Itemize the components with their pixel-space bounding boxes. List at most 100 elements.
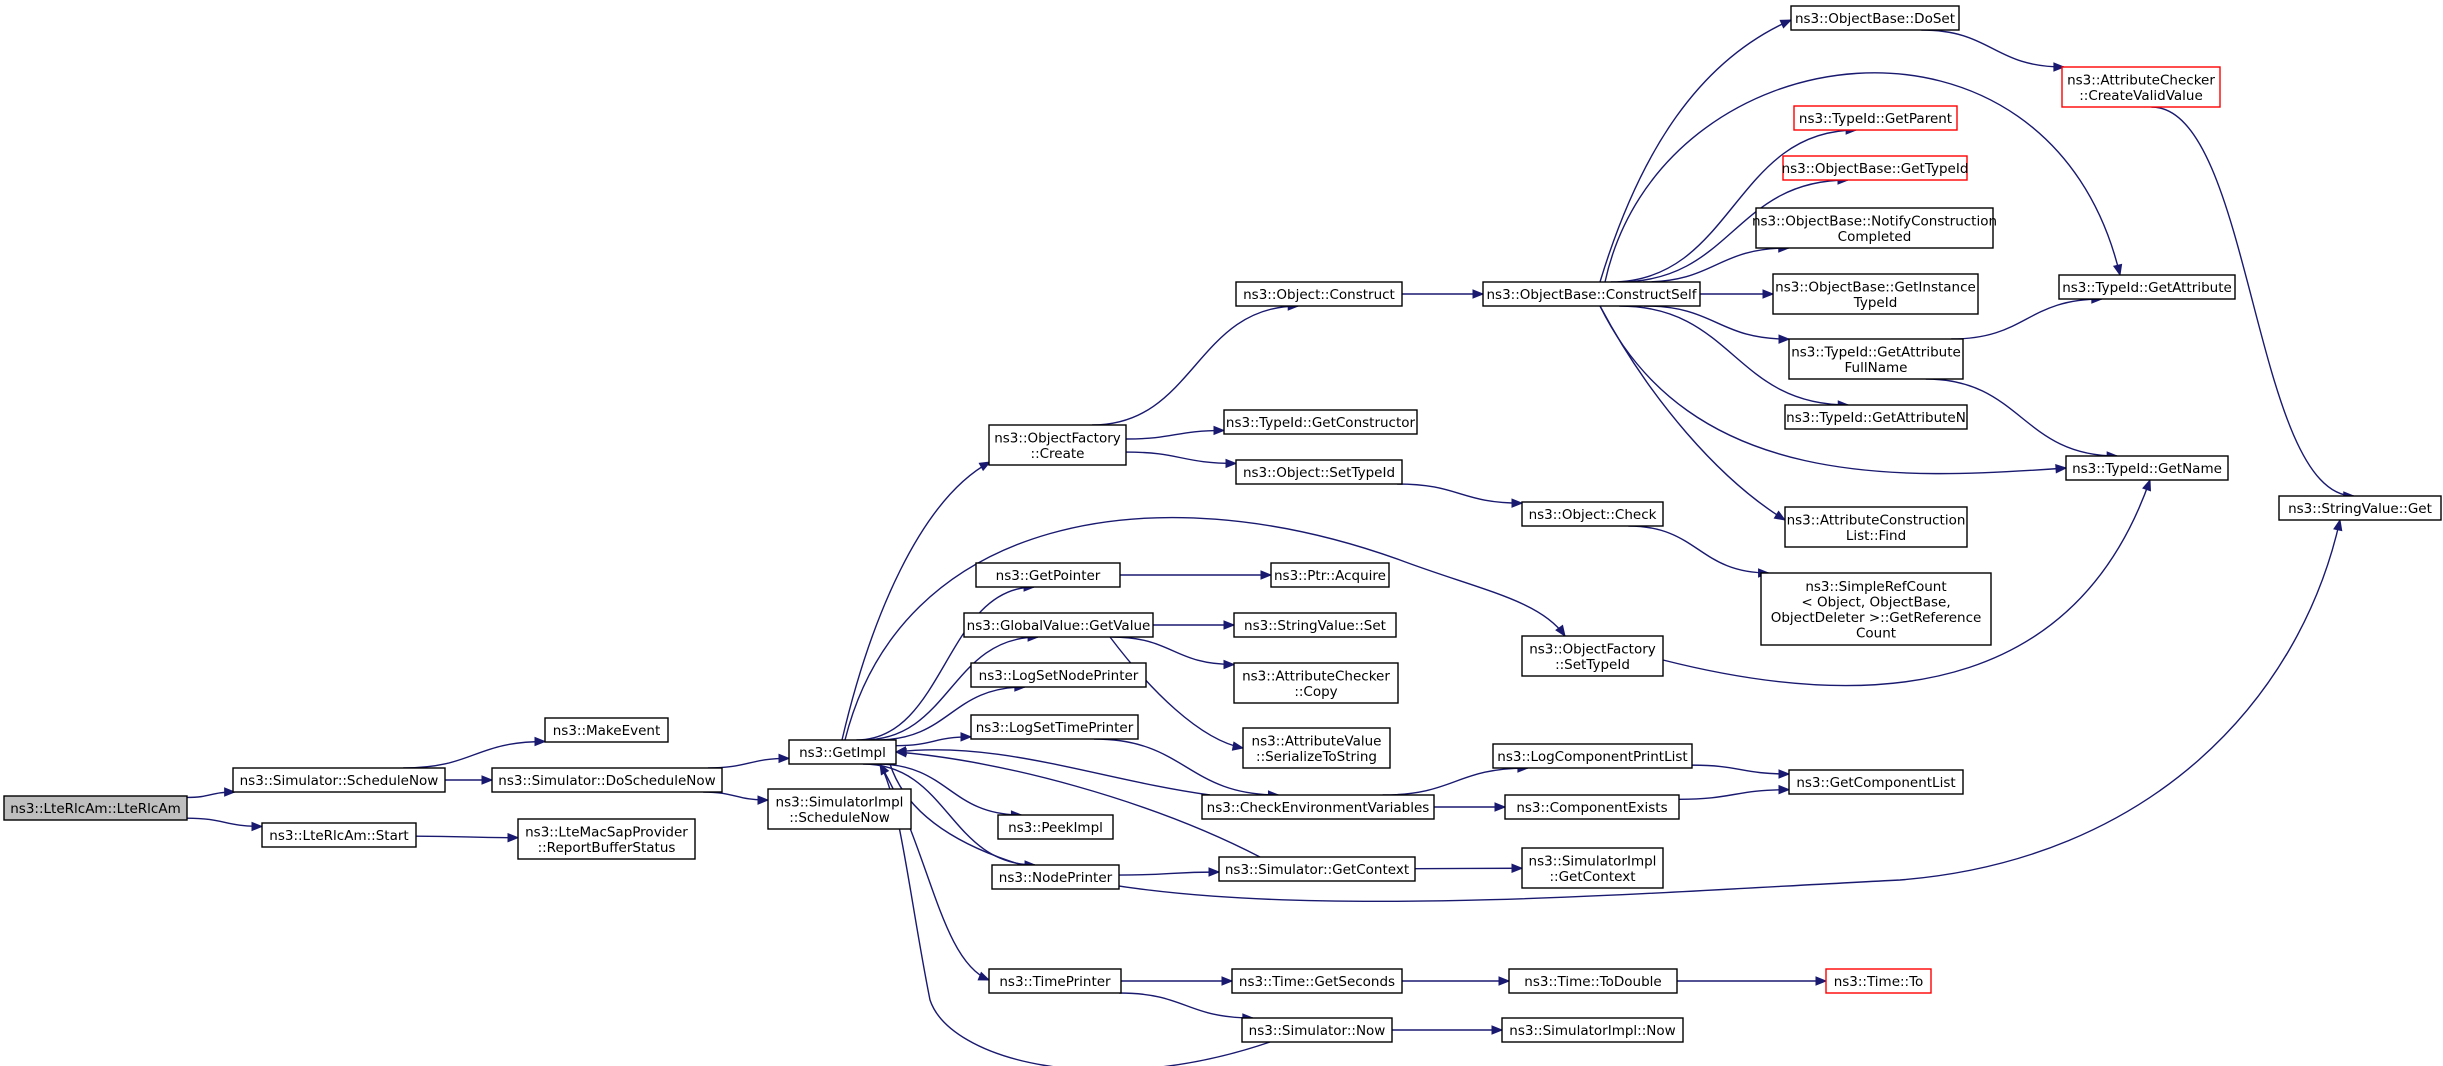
node-attrchecker-createvalid[interactable]: ns3::AttributeChecker::CreateValidValue (2061, 66, 2221, 108)
edge-line (1642, 247, 1789, 283)
node-simimpl-getcontext[interactable]: ns3::SimulatorImpl::GetContext (1521, 847, 1664, 889)
node-object-settypeid[interactable]: ns3::Object::SetTypeId (1235, 459, 1403, 485)
edge-line (1397, 483, 1523, 504)
node-label: ns3::ObjectBase::ConstructSelf (1487, 287, 1698, 303)
edge-line (844, 516, 1566, 741)
arrowhead-icon (1223, 620, 1236, 630)
edge-line (1125, 451, 1237, 465)
node-getpointer[interactable]: ns3::GetPointer (975, 562, 1121, 588)
node-box (1788, 769, 1964, 795)
node-label: ns3::AttributeConstruction (1787, 512, 1966, 528)
node-ltestart[interactable]: ns3::LteRlcAm::Start (261, 822, 417, 848)
node-sim-schedulenow[interactable]: ns3::Simulator::ScheduleNow (232, 767, 446, 793)
node-box (1504, 794, 1680, 820)
edge-objectbase_doset-to-attrchecker_createvalid (1921, 29, 2066, 72)
node-label: ns3::GetImpl (799, 745, 886, 761)
node-label: ns3::TypeId::GetConstructor (1226, 415, 1416, 431)
edge-attrchecker_createvalid-to-stringvalue_get (2151, 106, 2356, 501)
edge-sim_getcontext-to-getimpl (894, 748, 1261, 858)
edge-componentexists-to-getcomponentlist (1678, 784, 1791, 801)
node-box (517, 818, 696, 860)
node-timeprinter[interactable]: ns3::TimePrinter (988, 968, 1122, 994)
node-simimpl-schedulenow[interactable]: ns3::SimulatorImpl::ScheduleNow (767, 788, 912, 830)
node-makeevent[interactable]: ns3::MakeEvent (544, 717, 669, 743)
node-object-construct[interactable]: ns3::Object::Construct (1235, 281, 1403, 307)
arrowhead-icon (1225, 458, 1238, 469)
node-label: ns3::CheckEnvironmentVariables (1207, 800, 1430, 816)
node-box (1793, 105, 1958, 131)
node-box (1270, 562, 1390, 588)
node-time-todouble[interactable]: ns3::Time::ToDouble (1508, 968, 1678, 994)
node-simplerefcount[interactable]: ns3::SimpleRefCount< Object, ObjectBase,… (1760, 572, 1992, 646)
node-nodeprinter[interactable]: ns3::NodePrinter (991, 864, 1120, 890)
node-label: ns3::ObjectBase::GetInstance (1775, 279, 1976, 295)
node-box (1218, 856, 1416, 882)
node-stringvalue-get[interactable]: ns3::StringValue::Get (2278, 495, 2442, 521)
node-label: FullName (1845, 360, 1908, 376)
node-typeid-getname[interactable]: ns3::TypeId::GetName (2065, 455, 2229, 481)
node-box (1201, 794, 1435, 820)
node-simimpl-now[interactable]: ns3::SimulatorImpl::Now (1501, 1017, 1684, 1043)
node-root[interactable]: ns3::LteRlcAm::LteRlcAm (3, 795, 188, 821)
node-checkenv[interactable]: ns3::CheckEnvironmentVariables (1201, 794, 1435, 820)
node-box (1242, 727, 1391, 769)
node-label: ns3::TypeId::GetAttribute (2062, 280, 2232, 296)
node-typeid-getparent[interactable]: ns3::TypeId::GetParent (1793, 105, 1958, 131)
node-notifyconstruction[interactable]: ns3::ObjectBase::NotifyConstructionCompl… (1752, 207, 1997, 249)
edge-line (1111, 636, 1235, 666)
node-time-to[interactable]: ns3::Time::To (1825, 968, 1932, 994)
node-box (767, 788, 912, 830)
node-reportbuffer[interactable]: ns3::LteMacSapProvider::ReportBufferStat… (517, 818, 696, 860)
node-peekimpl[interactable]: ns3::PeekImpl (997, 814, 1114, 840)
node-logsetnodeprinter[interactable]: ns3::LogSetNodePrinter (970, 662, 1147, 688)
node-sim-now[interactable]: ns3::Simulator::Now (1241, 1017, 1393, 1043)
node-objectbase-gettypeid[interactable]: ns3::ObjectBase::GetTypeId (1782, 155, 1969, 181)
node-label: ns3::Object::Construct (1243, 287, 1395, 303)
node-typeid-getattribute[interactable]: ns3::TypeId::GetAttribute (2058, 274, 2236, 300)
node-factory-settypeid[interactable]: ns3::ObjectFactory::SetTypeId (1521, 635, 1664, 677)
node-getimpl[interactable]: ns3::GetImpl (788, 739, 897, 765)
edge-constructself-to-notifyconstruction (1642, 243, 1791, 283)
node-label: < Object, ObjectBase, (1801, 594, 1950, 610)
edge-logcomponentprintlist-to-getcomponentlist (1691, 764, 1791, 779)
node-box (1784, 506, 1968, 548)
edge-line (1382, 767, 1528, 796)
node-componentexists[interactable]: ns3::ComponentExists (1504, 794, 1680, 820)
edge-line (1628, 525, 1769, 574)
arrowhead-icon (978, 461, 992, 472)
node-getattributen[interactable]: ns3::TypeId::GetAttributeN (1784, 404, 1968, 430)
edge-getimpl-to-factory_settypeid (844, 516, 1566, 741)
arrowhead-icon (1223, 659, 1236, 670)
node-attrvalue-serialize[interactable]: ns3::AttributeValue::SerializeToString (1242, 727, 1391, 769)
node-objectbase-doset[interactable]: ns3::ObjectBase::DoSet (1790, 5, 1960, 31)
node-box (1482, 281, 1701, 307)
node-label: ns3::SimulatorImpl (776, 794, 904, 810)
edge-line (1921, 29, 2064, 68)
node-sim-getcontext[interactable]: ns3::Simulator::GetContext (1218, 856, 1416, 882)
node-stringvalue-set[interactable]: ns3::StringValue::Set (1233, 612, 1397, 638)
node-doschedulenow[interactable]: ns3::Simulator::DoScheduleNow (491, 767, 723, 793)
node-label: ns3::Simulator::DoScheduleNow (498, 773, 715, 789)
node-label: ::SetTypeId (1555, 657, 1630, 673)
node-label: ns3::MakeEvent (553, 723, 661, 739)
edge-sim_now-to-simimpl_now (1392, 1025, 1504, 1035)
node-logsettimeprinter[interactable]: ns3::LogSetTimePrinter (970, 714, 1139, 740)
node-logcomponentprintlist[interactable]: ns3::LogComponentPrintList (1492, 743, 1693, 769)
node-time-getseconds[interactable]: ns3::Time::GetSeconds (1231, 968, 1403, 994)
edge-line (862, 636, 1039, 741)
node-getcomponentlist[interactable]: ns3::GetComponentList (1788, 769, 1964, 795)
node-object-check[interactable]: ns3::Object::Check (1521, 501, 1664, 527)
node-box (491, 767, 723, 793)
node-globalvalue-get[interactable]: ns3::GlobalValue::GetValue (963, 612, 1154, 638)
node-typeid-getconstructor[interactable]: ns3::TypeId::GetConstructor (1223, 409, 1418, 435)
node-constructself[interactable]: ns3::ObjectBase::ConstructSelf (1482, 281, 1701, 307)
node-ptr-acquire[interactable]: ns3::Ptr::Acquire (1270, 562, 1390, 588)
node-attrchecker-copy[interactable]: ns3::AttributeChecker::Copy (1233, 662, 1399, 704)
node-label: ns3::TimePrinter (999, 974, 1111, 990)
edge-constructself-to-typeid_getname (1599, 305, 2068, 475)
node-factory-create[interactable]: ns3::ObjectFactory::Create (988, 424, 1127, 466)
node-box (970, 714, 1139, 740)
